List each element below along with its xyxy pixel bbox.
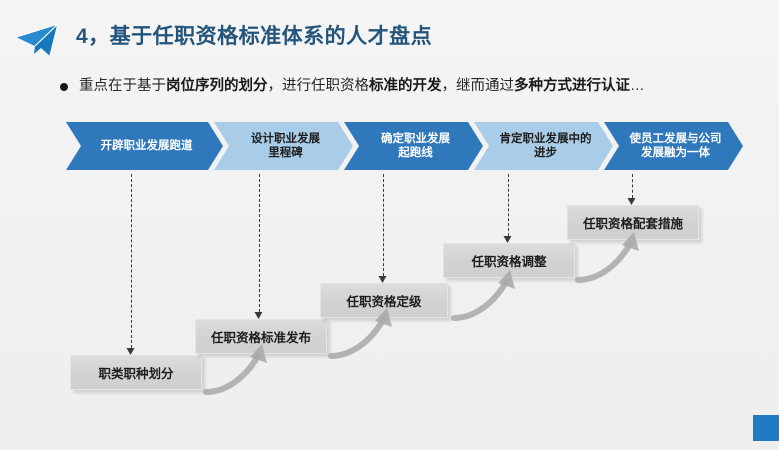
step-box-label: 职类职种划分 — [98, 367, 174, 381]
step-box-label: 任职资格配套措施 — [582, 217, 683, 231]
chevron-label: 开辟职业发展跑道 — [100, 139, 193, 152]
bullet-marker-icon — [60, 82, 68, 91]
step-box-3[interactable]: 任职资格定级 — [320, 283, 448, 318]
dashed-connector-1 — [131, 174, 132, 348]
bullet-text: 重点在于基于岗位序列的划分，进行任职资格标准的开发，继而通过多种方式进行认证… — [79, 78, 645, 94]
step-box-5[interactable]: 任职资格配套措施 — [567, 205, 699, 240]
dashed-connector-4 — [508, 174, 509, 236]
corner-accent-block — [753, 415, 779, 441]
dashed-arrowhead-3 — [378, 276, 387, 283]
chevron-step-3[interactable]: 确定职业发展起跑线 — [344, 122, 483, 170]
dashed-arrowhead-2 — [254, 312, 263, 319]
chevron-label: 设计职业发展里程碑 — [251, 132, 320, 159]
chevron-label: 使员工发展与公司发展融为一体 — [629, 132, 722, 159]
chevron-step-2[interactable]: 设计职业发展里程碑 — [214, 122, 353, 170]
dashed-connector-5 — [632, 174, 633, 198]
step-box-label: 任职资格标准发布 — [210, 331, 311, 345]
step-box-4[interactable]: 任职资格调整 — [443, 243, 575, 278]
dashed-connector-2 — [259, 174, 260, 312]
step-box-1[interactable]: 职类职种划分 — [70, 355, 202, 390]
step-box-label: 任职资格定级 — [346, 295, 422, 309]
dashed-arrowhead-4 — [503, 236, 512, 243]
step-box-label: 任职资格调整 — [471, 255, 547, 269]
dashed-connector-3 — [383, 174, 384, 276]
step-box-2[interactable]: 任职资格标准发布 — [195, 319, 327, 354]
page-title: 4，基于任职资格标准体系的人才盘点 — [76, 25, 433, 48]
chevron-label: 确定职业发展起跑线 — [381, 132, 450, 159]
bullet-line: 重点在于基于岗位序列的划分，进行任职资格标准的开发，继而通过多种方式进行认证… — [60, 78, 645, 95]
dashed-arrowhead-1 — [126, 348, 135, 355]
chevron-step-5[interactable]: 使员工发展与公司发展融为一体 — [604, 122, 743, 170]
chevron-step-4[interactable]: 肯定职业发展中的进步 — [474, 122, 613, 170]
dashed-arrowhead-5 — [627, 198, 636, 205]
process-chevron-band: 开辟职业发展跑道 设计职业发展里程碑 确定职业发展起跑线 肯定职业发展中的进步 … — [66, 122, 712, 170]
chevron-step-1[interactable]: 开辟职业发展跑道 — [66, 122, 223, 170]
paper-plane-icon — [14, 20, 68, 60]
chevron-label: 肯定职业发展中的进步 — [499, 132, 592, 159]
